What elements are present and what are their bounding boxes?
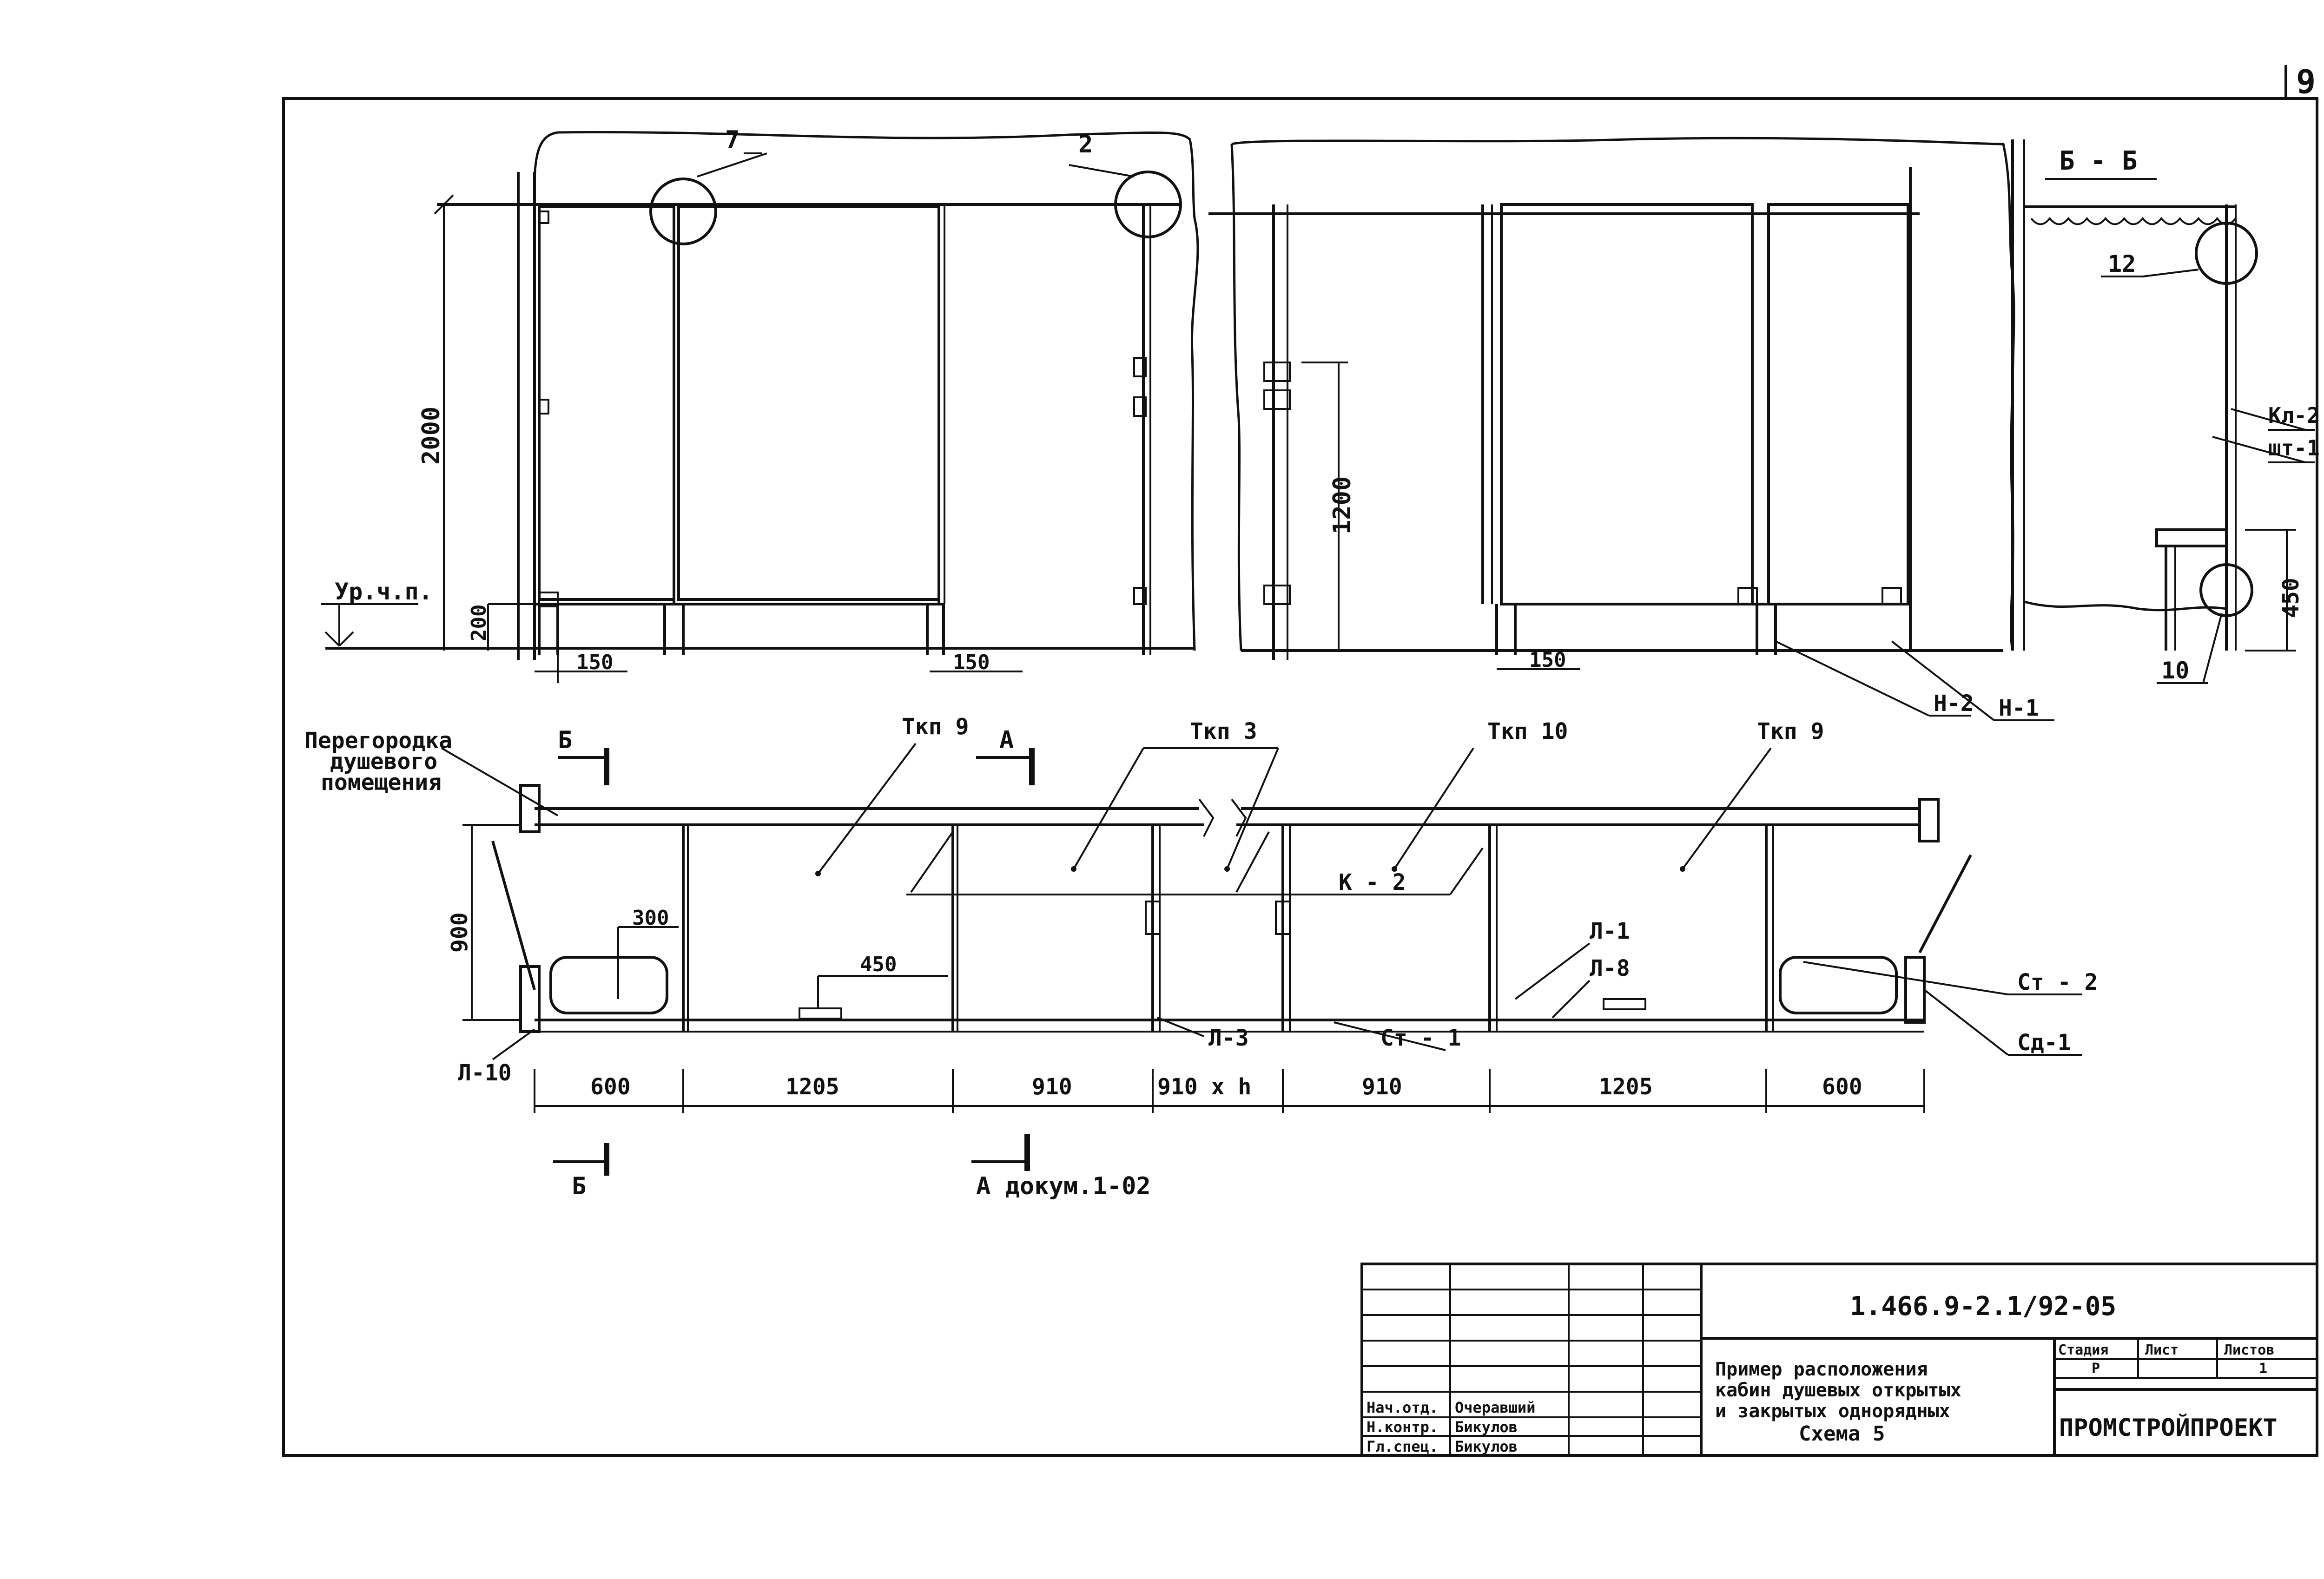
- section-bb-title: Б - Б: [2059, 146, 2138, 176]
- dim-bottom-4: 910 x h: [1157, 1074, 1251, 1100]
- dim-1200: 1200: [1328, 476, 1356, 534]
- label-kl2: Кл-2: [2268, 403, 2320, 428]
- label-n1: Н-1: [1999, 695, 2039, 721]
- callout-2: 2: [1078, 131, 1093, 158]
- cut-b-top: Б: [558, 726, 572, 754]
- label-sht1: шт-1: [2268, 435, 2320, 461]
- label-l10: Л-10: [458, 1060, 512, 1086]
- label-sd1: Сд-1: [2017, 1030, 2071, 1056]
- stage-value: Р: [2092, 1361, 2100, 1377]
- dim-bottom-2: 1205: [786, 1074, 839, 1100]
- dim-200: 200: [467, 605, 491, 641]
- dim-150-b: 150: [953, 651, 990, 674]
- label-st2: Ст - 2: [2017, 969, 2098, 995]
- dim-bottom-5: 910: [1362, 1074, 1402, 1100]
- dim-150-a: 150: [576, 651, 613, 674]
- dim-300: 300: [632, 906, 669, 930]
- sheets-header: Листов: [2224, 1342, 2274, 1358]
- dim-bottom-1: 600: [590, 1074, 631, 1100]
- stage-header: Стадия: [2058, 1342, 2108, 1358]
- callout-7: 7: [725, 126, 739, 154]
- label-tkp3: Ткп 3: [1190, 718, 1257, 744]
- staff-role-1: Нач.отд.: [1367, 1399, 1438, 1416]
- dim-900: 900: [447, 912, 473, 953]
- label-tkp9-left: Ткп 9: [902, 714, 969, 740]
- label-n2: Н-2: [1934, 691, 1974, 717]
- designation: 1.466.9-2.1/92-05: [1850, 1291, 2116, 1322]
- label-tkp9-right: Ткп 9: [1757, 718, 1824, 744]
- section-bb: Б - Б 12 10 450 Кл-2 шт-1: [2011, 139, 2320, 684]
- partition-label-1: Перегородка: [304, 728, 452, 754]
- company-name: ПРОМСТРОЙПРОЕКТ: [2059, 1414, 2278, 1442]
- sheet-header: Лист: [2145, 1342, 2179, 1358]
- dim-2000: 2000: [417, 407, 445, 465]
- dim-150-c: 150: [1529, 648, 1566, 672]
- page-number: 9: [2296, 63, 2316, 101]
- dim-450-bb: 450: [2278, 578, 2304, 618]
- label-k2: К - 2: [1339, 869, 1406, 895]
- callout-12: 12: [2108, 250, 2136, 277]
- partition-label-2: душевого: [330, 749, 437, 775]
- staff-role-3: Гл.спец.: [1367, 1438, 1438, 1455]
- label-l1: Л-1: [1590, 918, 1630, 944]
- title-line-3: и закрытых однорядных: [1715, 1401, 1950, 1422]
- cut-b-bottom: Б: [572, 1172, 586, 1200]
- partition-label-3: помещения: [321, 770, 442, 796]
- staff-name-2: Бикулов: [1455, 1418, 1518, 1436]
- cut-a-bottom: А докум.1-02: [976, 1172, 1151, 1200]
- label-l3: Л-3: [1208, 1025, 1249, 1051]
- title-line-4: Схема 5: [1799, 1422, 1885, 1446]
- dim-450-plan: 450: [860, 953, 897, 976]
- callout-10: 10: [2161, 657, 2189, 684]
- title-line-2: кабин душевых открытых: [1715, 1380, 1961, 1401]
- label-tkp10: Ткп 10: [1487, 718, 1568, 744]
- dim-bottom-7: 600: [1822, 1074, 1862, 1100]
- plan-view: Перегородка душевого помещения Б А Ткп 9…: [304, 714, 2098, 1200]
- elevation-middle: 1200 150 Н-2 Н-1: [1208, 137, 2054, 721]
- cut-a-top: А: [999, 726, 1014, 754]
- label-l8: Л-8: [1590, 955, 1630, 981]
- sheet-frame: 9: [282, 63, 2318, 1457]
- staff-name-1: Очеравший: [1455, 1399, 1535, 1416]
- title-block: Нач.отд. Очеравший Н.контр. Бикулов Гл.с…: [1360, 1263, 2318, 1457]
- floor-level-label: Ур.ч.п.: [335, 578, 433, 605]
- label-st1: Ст - 1: [1380, 1025, 1461, 1051]
- dim-bottom-3: 910: [1032, 1074, 1072, 1100]
- sheets-value: 1: [2259, 1361, 2267, 1377]
- title-line-1: Пример расположения: [1715, 1359, 1928, 1380]
- elevation-left: 7 2 2000 200 Ур.ч.п. 150 150: [321, 126, 1199, 683]
- staff-role-2: Н.контр.: [1367, 1418, 1438, 1436]
- staff-name-3: Бикулов: [1455, 1438, 1518, 1455]
- dim-bottom-6: 1205: [1599, 1074, 1653, 1100]
